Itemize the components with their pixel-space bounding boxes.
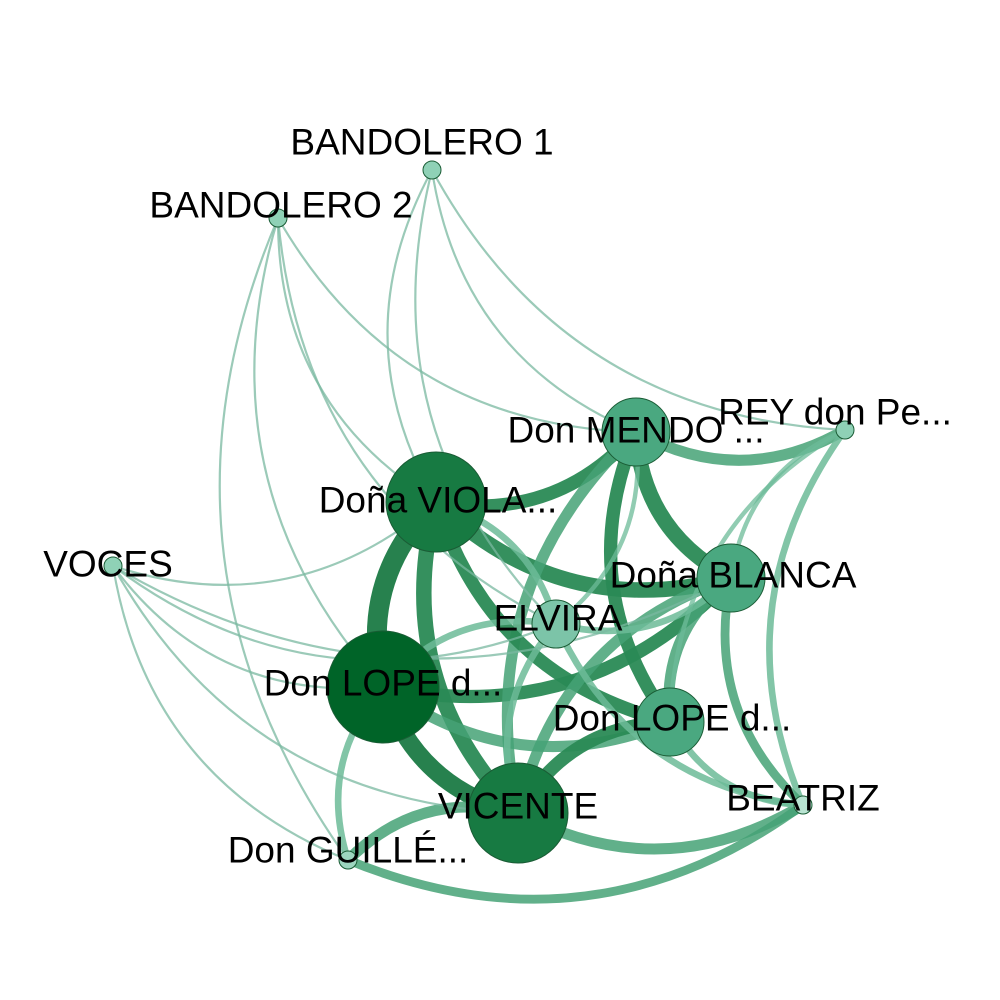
node-label-beatriz: BEATRIZ	[726, 778, 880, 819]
node-label-lope2: Don LOPE d...	[553, 698, 792, 739]
node-label-blanca: Doña BLANCA	[610, 555, 857, 596]
node-label-elvira: ELVIRA	[494, 598, 623, 639]
edge-guillen-beatriz	[343, 800, 808, 904]
node-label-vicente: VICENTE	[438, 786, 598, 827]
edge-bandolero2-elvira	[276, 216, 558, 626]
node-bandolero2[interactable]	[268, 208, 288, 228]
edge-bandolero1-elvira	[414, 168, 558, 626]
edge-bandolero2-mendo	[276, 216, 638, 434]
edge-voces-guillen	[111, 564, 350, 862]
node-label-voces: VOCES	[43, 544, 173, 585]
edge-bandolero1-mendo	[430, 168, 638, 434]
node-label-bandolero2: BANDOLERO 2	[149, 185, 412, 226]
node-blanca[interactable]	[696, 543, 766, 613]
node-label-bandolero1: BANDOLERO 1	[290, 122, 553, 163]
labels-layer: BANDOLERO 1 BANDOLERO 2 Don MENDO ...REY d…	[43, 122, 952, 871]
node-label-violante: Doña VIOLA...	[319, 480, 558, 521]
edge-mendo-lope2	[604, 425, 677, 729]
edge-rey-beatriz	[766, 426, 849, 809]
edge-bandolero2-guillen	[218, 216, 350, 862]
node-beatriz[interactable]	[793, 795, 813, 815]
node-label-lope1: Don LOPE d...	[264, 663, 503, 704]
edge-voces-elvira	[111, 564, 558, 662]
node-vicente[interactable]	[467, 762, 569, 864]
node-label-mendo: Don MENDO ...	[508, 410, 765, 451]
node-lope1[interactable]	[326, 630, 440, 744]
node-label-rey: REY don Pe...	[718, 392, 952, 433]
node-lope2[interactable]	[635, 687, 705, 757]
node-mendo[interactable]	[601, 397, 671, 467]
node-violante[interactable]	[385, 451, 487, 553]
node-rey[interactable]	[835, 420, 855, 440]
node-label-guillen: Don GUILLÉ...	[228, 830, 469, 871]
node-elvira[interactable]	[531, 599, 581, 649]
node-voces[interactable]	[103, 556, 123, 576]
edge-bandolero1-rey	[430, 168, 847, 432]
nodes-layer	[103, 160, 855, 870]
edge-bandolero2-lope1	[253, 216, 385, 689]
edge-voces-vicente	[111, 564, 520, 815]
node-guillen[interactable]	[338, 850, 358, 870]
node-bandolero1[interactable]	[422, 160, 442, 180]
